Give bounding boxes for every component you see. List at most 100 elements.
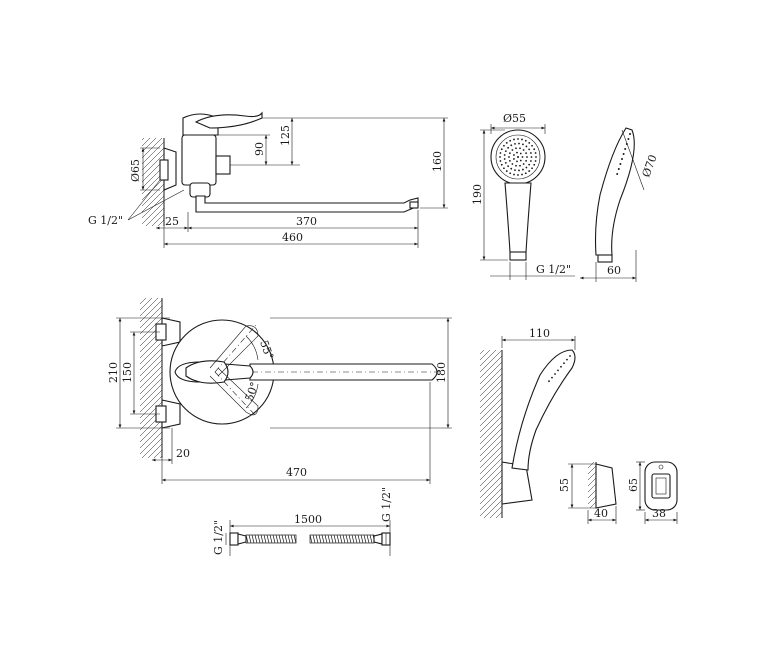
nozzle-dot <box>516 160 518 163</box>
hose-ring <box>336 534 340 544</box>
nozzle-dot <box>535 156 537 158</box>
hose-ring <box>284 534 288 544</box>
side-outlet <box>215 155 231 175</box>
nozzle-dot <box>508 160 511 162</box>
nozzle-dot <box>534 152 537 154</box>
dim-head-diameter: Ø55 <box>503 112 526 125</box>
nozzle-dot <box>554 373 556 375</box>
dim-height-160: 160 <box>431 151 444 172</box>
nozzle-dot <box>566 358 568 361</box>
holder-front-view: 65 38 <box>627 461 678 524</box>
hose-ring <box>324 534 328 544</box>
holder-side-view: 55 40 <box>558 462 617 524</box>
holder-side-hatch <box>588 462 596 508</box>
nozzle-dot <box>530 152 532 154</box>
dim-height-180: 180 <box>435 362 448 383</box>
nozzle-dot <box>526 156 528 158</box>
nozzle-dot <box>525 152 528 154</box>
nozzle-dot <box>500 148 503 151</box>
wall-hatch-top <box>140 298 162 458</box>
nozzle-dot <box>508 152 511 154</box>
dim-holder-height-65: 65 <box>627 478 640 492</box>
lever-handle <box>194 111 263 129</box>
nozzle-dot <box>517 138 519 140</box>
hose-ring <box>260 534 264 544</box>
nozzle-dot <box>505 142 508 144</box>
nozzle-dot <box>507 146 510 149</box>
nozzle-dot <box>519 159 522 162</box>
mixer-body <box>181 134 217 186</box>
nozzle-dot <box>513 173 515 176</box>
nozzle-dot <box>528 142 531 144</box>
dim-width-20: 20 <box>176 447 190 460</box>
hose-ring <box>248 534 252 544</box>
nozzle-dot <box>622 153 625 155</box>
nut <box>159 159 169 181</box>
hose-ring <box>339 534 343 544</box>
hose-ring <box>363 534 367 544</box>
nozzle-dot <box>629 133 631 135</box>
nozzle-dot <box>515 164 517 167</box>
shower-handle <box>504 182 532 253</box>
nozzle-dot <box>530 160 532 162</box>
shower-side-profile <box>594 127 635 256</box>
nozzle-dot <box>509 172 512 175</box>
dim-diameter-65: Ø65 <box>129 159 142 182</box>
hose-nut-left <box>229 532 239 546</box>
hose-ring <box>290 534 294 544</box>
nozzle-dot <box>621 158 623 160</box>
nozzle-dot <box>505 170 508 172</box>
nozzle-dot <box>525 166 528 169</box>
hose-ring <box>330 534 334 544</box>
nozzle-dot <box>617 168 620 170</box>
dim-width-25: 25 <box>165 215 179 228</box>
nozzle-dot <box>551 376 553 379</box>
faucet-top-view: 55° 50° 210 150 180 20 470 <box>107 298 452 484</box>
dim-holder-height-55: 55 <box>558 478 571 492</box>
shower-in-holder <box>511 349 576 471</box>
dim-width-470: 470 <box>286 466 307 479</box>
angle-50: 50° <box>243 380 262 403</box>
hose-ring <box>342 534 346 544</box>
hose-ring <box>318 534 322 544</box>
spray-nozzles <box>499 138 537 176</box>
nozzle-dot <box>624 148 627 150</box>
nozzle-dot <box>531 167 533 170</box>
holder-nozzles <box>548 355 571 383</box>
nozzle-dot <box>522 149 525 151</box>
nozzle-dot <box>528 163 531 166</box>
nozzle-dot <box>507 165 510 168</box>
nozzle-dot <box>521 156 524 158</box>
nozzle-dot <box>525 145 528 148</box>
nozzle-dot <box>513 158 515 160</box>
dim-height-210: 210 <box>107 362 120 383</box>
shower-head-side-view: Ø70 60 <box>580 127 660 282</box>
nozzle-dot <box>521 138 523 141</box>
dim-head-height: 190 <box>471 184 484 205</box>
nozzle-dot <box>516 151 518 154</box>
nozzle-dot <box>517 156 519 158</box>
nozzle-dot <box>521 173 523 176</box>
nozzle-dot <box>503 167 505 170</box>
nozzle-dot <box>534 160 537 162</box>
dim-holder-width-38: 38 <box>652 507 666 520</box>
hose-ring <box>278 534 282 544</box>
nozzle-dot <box>557 369 559 372</box>
dim-height-90: 90 <box>253 142 266 156</box>
thread-label: G 1/2" <box>88 214 123 227</box>
hose-ring <box>351 534 355 544</box>
nozzle-dot <box>560 365 562 368</box>
nozzle-dot <box>530 156 533 158</box>
hose-ring <box>254 534 258 544</box>
nozzle-dot <box>514 169 516 172</box>
nozzle-dot <box>503 158 506 160</box>
hose-thread-right: G 1/2" <box>380 487 393 522</box>
nozzle-dot <box>504 161 507 164</box>
nozzle-dot <box>511 149 514 151</box>
hose-coil-left <box>245 534 297 544</box>
hose-ring <box>263 534 267 544</box>
nozzle-dot <box>569 355 571 357</box>
hose-ring <box>269 534 273 544</box>
faucet-side-view: Ø65 90 125 160 25 370 460 G 1/2" <box>88 111 448 248</box>
wall-holder-with-shower: 110 <box>480 327 576 518</box>
